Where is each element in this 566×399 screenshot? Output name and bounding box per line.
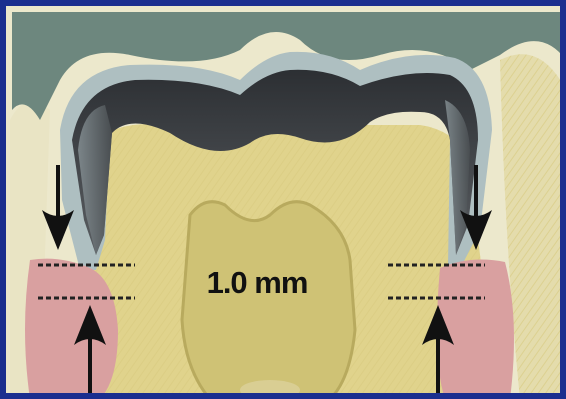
- gingiva-right: [437, 260, 514, 399]
- measurement-label: 1.0 mm: [207, 265, 308, 300]
- pulp-chamber: [182, 202, 355, 399]
